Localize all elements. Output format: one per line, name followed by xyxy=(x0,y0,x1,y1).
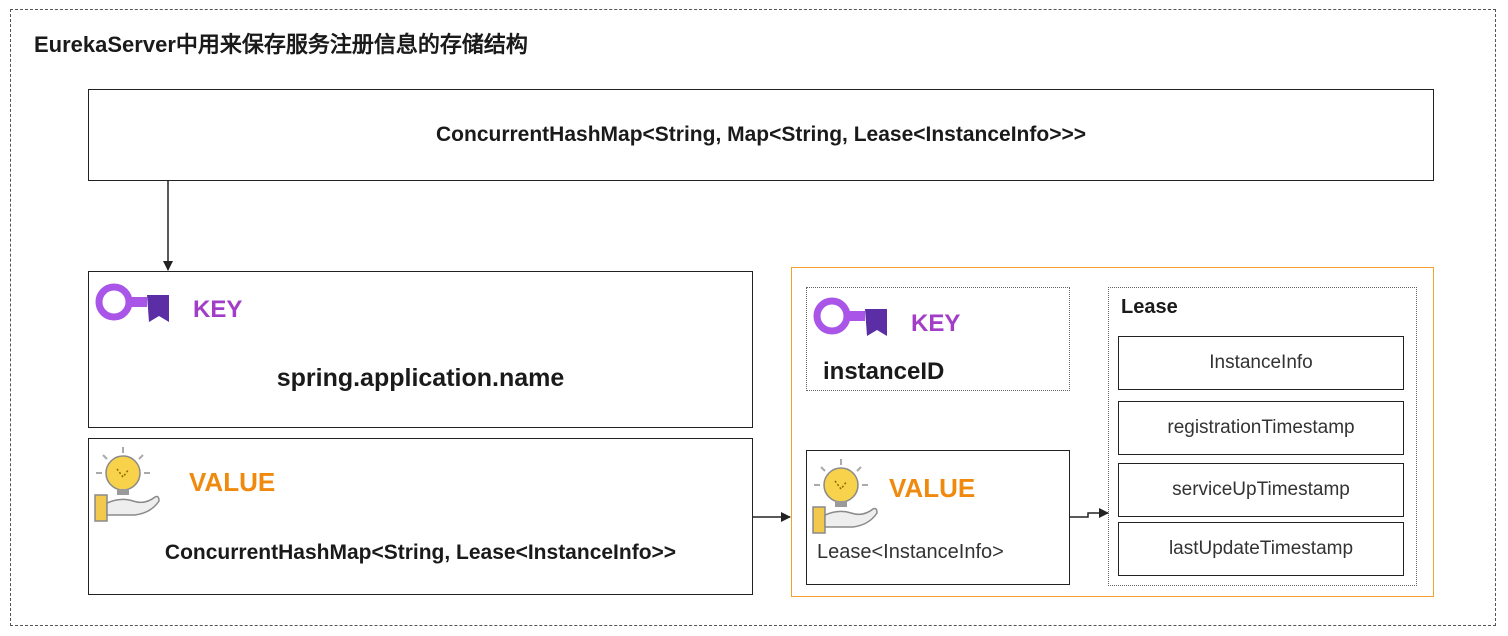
lease-field-instance-info: InstanceInfo xyxy=(1118,336,1404,390)
inner-value-label: VALUE xyxy=(889,473,976,503)
arrow-lease-to-fields xyxy=(1070,508,1109,518)
key-icon xyxy=(813,297,887,336)
outer-key-box: KEY spring.application.name xyxy=(88,271,753,428)
outer-key-label: KEY xyxy=(193,296,243,323)
outer-value-text: ConcurrentHashMap<String, Lease<Instance… xyxy=(164,541,677,564)
lease-container: Lease xyxy=(1108,287,1417,586)
lease-field-service-up-timestamp: serviceUpTimestamp xyxy=(1118,463,1404,517)
top-map-box: ConcurrentHashMap<String, Map<String, Le… xyxy=(88,89,1434,181)
key-icon xyxy=(95,283,169,322)
outer-key-value: spring.application.name xyxy=(276,364,565,392)
inner-key-box: KEY instanceID xyxy=(806,287,1070,391)
outer-value-label: VALUE xyxy=(189,467,276,497)
inner-value-text: Lease<InstanceInfo> xyxy=(817,541,1004,563)
inner-key-label: KEY xyxy=(911,310,961,337)
top-map-text: ConcurrentHashMap<String, Map<String, Le… xyxy=(436,123,1086,146)
lease-title: Lease xyxy=(1121,296,1178,318)
inner-key-value: instanceID xyxy=(823,358,945,385)
diagram-container xyxy=(10,9,1496,626)
lease-field-registration-timestamp: registrationTimestamp xyxy=(1118,401,1404,455)
inner-map-container xyxy=(791,267,1434,597)
outer-value-box: VALUE ConcurrentHashMap<String, Lease<In… xyxy=(88,438,753,595)
lightbulb-hand-icon xyxy=(812,459,878,534)
lease-field-last-update-timestamp: lastUpdateTimestamp xyxy=(1118,522,1404,576)
lightbulb-hand-icon xyxy=(94,447,160,522)
inner-value-box: VALUE Lease<InstanceInfo> xyxy=(806,450,1070,585)
diagram-title: EurekaServer中用来保存服务注册信息的存储结构 xyxy=(34,32,528,57)
